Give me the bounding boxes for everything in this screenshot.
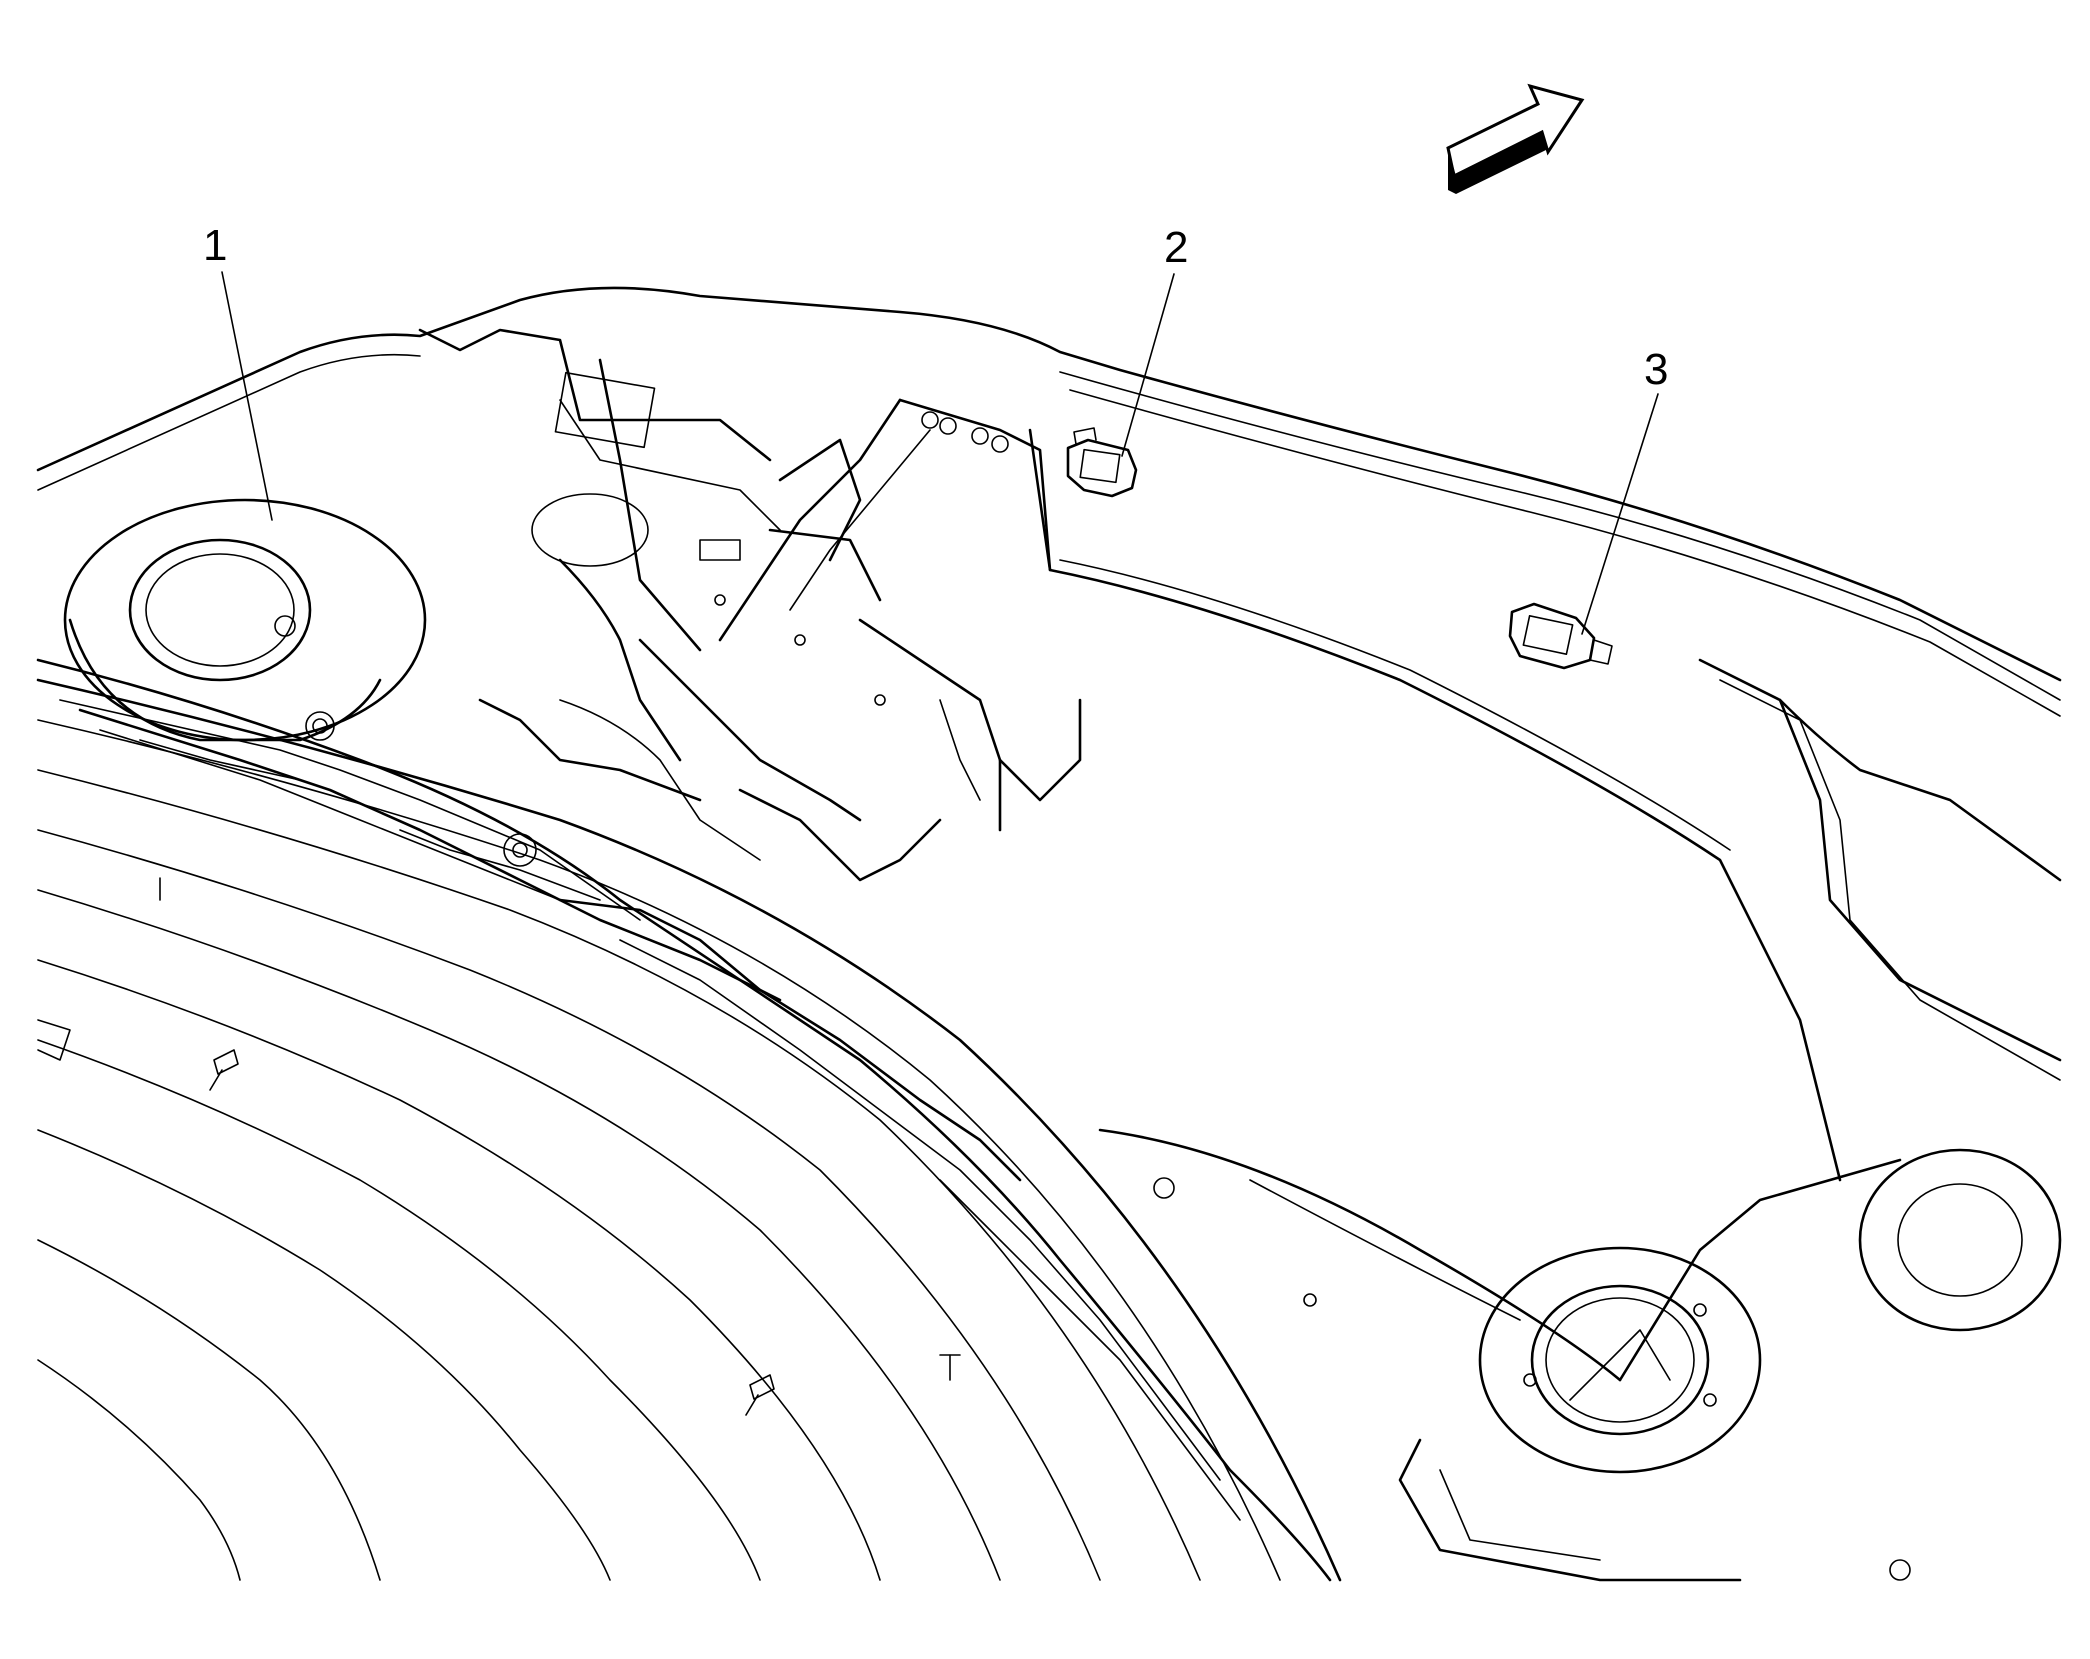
- forward-direction-arrow-icon: [1446, 83, 1585, 194]
- left-strut-tower: [63, 498, 427, 742]
- callout-1-label: 1: [203, 221, 227, 270]
- wiper-cowl-assembly: [78, 708, 1241, 1521]
- callout-3-label: 3: [1644, 345, 1668, 394]
- callout-leaders: [221, 271, 1659, 635]
- left-front-impact-sensor: [1066, 427, 1138, 498]
- left-frame-rail: [418, 328, 1082, 882]
- callout-2-label: 2: [1164, 223, 1188, 272]
- body-structure-outline: [36, 286, 2062, 1582]
- hood-detail-marks: [37, 877, 1317, 1416]
- right-front-impact-sensor: [1508, 602, 1613, 670]
